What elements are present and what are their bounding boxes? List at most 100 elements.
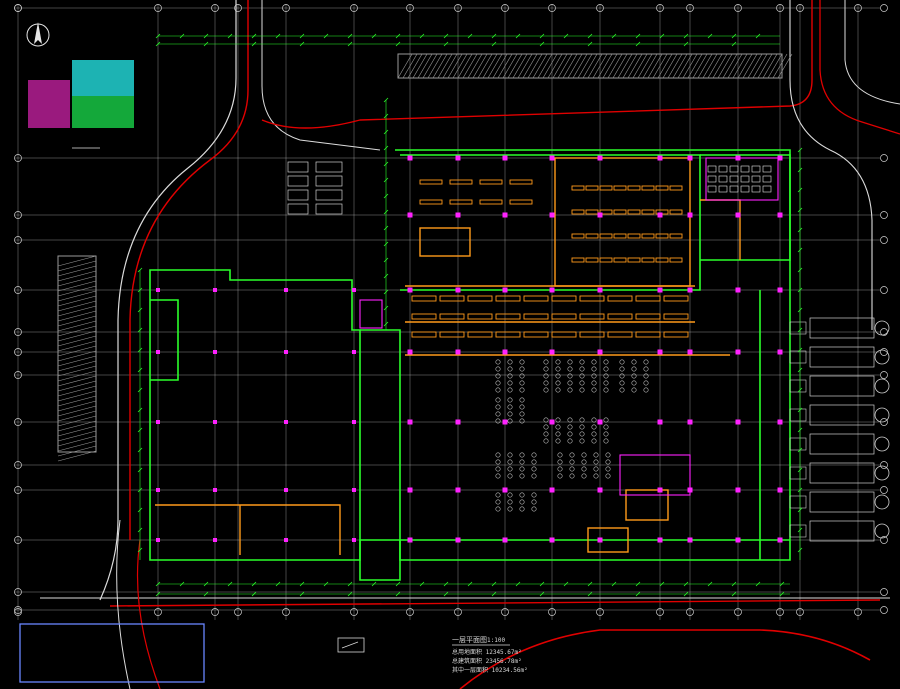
seat: [631, 359, 637, 365]
dimension-tick: [797, 147, 803, 153]
table: [627, 209, 641, 215]
dimension-tick: [443, 41, 449, 47]
dimension-tick: [443, 33, 449, 39]
table: [495, 295, 521, 302]
column: [455, 487, 461, 493]
seat: [495, 499, 501, 505]
axis-bubble: [234, 4, 242, 12]
table: [599, 257, 613, 263]
seat: [543, 380, 549, 386]
hatch-line: [497, 53, 513, 79]
axis-bubble: [734, 608, 742, 616]
hatch-line: [657, 53, 673, 79]
seat: [557, 452, 563, 458]
seat: [519, 466, 525, 472]
seat: [557, 473, 563, 479]
column: [407, 287, 413, 293]
table: [571, 209, 585, 215]
car: [789, 321, 807, 335]
parking-turn: [874, 523, 890, 539]
dimension-tick: [395, 33, 401, 39]
axis-bubble: [776, 608, 784, 616]
hatch-line: [562, 53, 578, 79]
column: [502, 487, 508, 493]
dimension-tick: [797, 427, 803, 433]
seat: [567, 417, 573, 423]
dimension-tick: [467, 33, 473, 39]
seat: [631, 387, 637, 393]
parking-stall: [287, 203, 309, 215]
seat: [567, 431, 573, 437]
table: [479, 199, 503, 205]
hatch-line: [57, 345, 97, 357]
hatch-line: [537, 53, 553, 79]
seat: [519, 359, 525, 365]
column: [213, 488, 217, 492]
column: [657, 487, 663, 493]
car: [789, 408, 807, 422]
seat: [495, 492, 501, 498]
dimension-tick: [611, 581, 617, 587]
column: [502, 349, 508, 355]
seat: [495, 366, 501, 372]
hatch-line: [592, 53, 608, 79]
hatch-line: [57, 265, 97, 277]
dimension-tick: [731, 33, 737, 39]
dimension-tick: [155, 41, 161, 47]
dimension-tick: [155, 33, 161, 39]
hatch-line: [677, 53, 693, 79]
hatch-line: [477, 53, 493, 79]
room-west-stair: [359, 299, 383, 329]
seat: [495, 418, 501, 424]
axis-bubble: [14, 536, 22, 544]
axis-bubble: [14, 286, 22, 294]
seat: [605, 466, 611, 472]
elevator-core-2: [625, 489, 669, 521]
dimension-tick: [383, 257, 389, 263]
canopy-hatch-lines: [397, 53, 793, 79]
axis-bubble: [14, 608, 22, 616]
table: [523, 295, 549, 302]
axis-bubble: [211, 4, 219, 12]
seat: [531, 459, 537, 465]
dimension-tick: [383, 113, 389, 119]
hatch-line: [752, 53, 768, 79]
hatch-line: [472, 53, 488, 79]
table: [655, 185, 669, 191]
table: [467, 331, 493, 338]
hatch-line: [772, 53, 788, 79]
seat: [579, 431, 585, 437]
axis-bubble: [14, 4, 22, 12]
column: [455, 537, 461, 543]
dimension-tick: [587, 581, 593, 587]
seat-box: [729, 185, 739, 193]
column: [777, 287, 783, 293]
seat: [495, 387, 501, 393]
column: [687, 349, 693, 355]
seat: [543, 424, 549, 430]
seat-box: [751, 185, 761, 193]
seat-box: [762, 165, 772, 173]
seat: [495, 459, 501, 465]
column: [657, 349, 663, 355]
column: [657, 155, 663, 161]
seat: [531, 473, 537, 479]
seat: [519, 492, 525, 498]
seat: [643, 380, 649, 386]
parking-turn: [874, 320, 890, 336]
seat: [507, 366, 513, 372]
axis-bubble: [880, 588, 888, 596]
dimension-tick: [779, 581, 785, 587]
dimension-tick: [443, 591, 449, 597]
seat: [519, 418, 525, 424]
dimension-tick: [383, 145, 389, 151]
parking-stall: [287, 161, 309, 173]
dimension-tick: [383, 129, 389, 135]
hatch-line: [57, 330, 97, 342]
seat: [619, 359, 625, 365]
parking-stall: [809, 520, 875, 542]
seat: [591, 359, 597, 365]
column: [407, 487, 413, 493]
hatch-line: [607, 53, 623, 79]
table: [641, 257, 655, 263]
